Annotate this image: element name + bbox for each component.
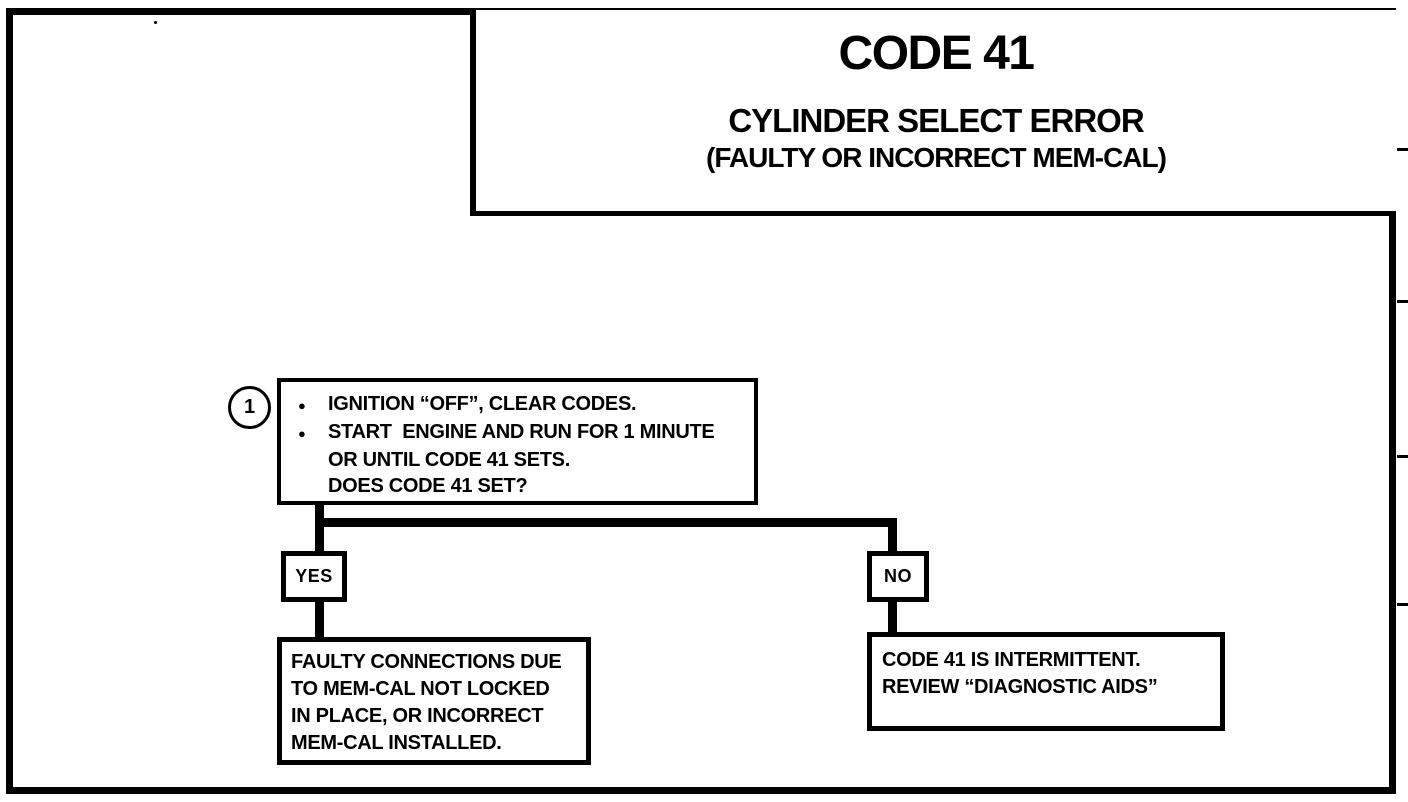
step1-decision-box: ● IGNITION “OFF”, CLEAR CODES. ● START E… [277,378,758,505]
no-branch-label: NO [867,551,929,602]
page-title-code: CODE 41 [838,27,1035,80]
step1-line-3-text: OR UNTIL CODE 41 SETS. [328,449,570,471]
edge-tick-mark [1397,148,1408,151]
page-title-name: CYLINDER SELECT ERROR [728,102,1144,139]
connector-branch-horizontal [315,518,897,527]
title-block: CODE 41 CYLINDER SELECT ERROR (FAULTY OR… [470,10,1396,216]
connector-no-to-result [888,600,897,635]
connector-yes-to-result [315,600,324,639]
bullet-icon: ● [298,398,306,413]
step1-line-2: ● START ENGINE AND RUN FOR 1 MINUTE [291,419,750,447]
connector-branch-to-no [888,518,897,554]
no-outcome-box: CODE 41 IS INTERMITTENT. REVIEW “DIAGNOS… [867,632,1225,731]
edge-tick-mark [1397,603,1408,606]
edge-tick-mark [1397,455,1408,458]
step1-line-1-text: IGNITION “OFF”, CLEAR CODES. [328,393,637,415]
step-number-badge: 1 [228,386,271,429]
page-title-subtitle: (FAULTY OR INCORRECT MEM-CAL) [706,142,1167,173]
step1-line-3: OR UNTIL CODE 41 SETS. [291,447,750,473]
yes-outcome-box: FAULTY CONNECTIONS DUE TO MEM-CAL NOT LO… [277,637,591,765]
scan-artifact-dot [154,21,157,24]
edge-tick-mark [1397,300,1408,303]
step1-line-1: ● IGNITION “OFF”, CLEAR CODES. [291,391,750,419]
yes-branch-label: YES [281,551,347,602]
step1-line-2-text: START ENGINE AND RUN FOR 1 MINUTE [328,421,715,443]
step1-question-text: DOES CODE 41 SET? [328,475,528,497]
bullet-icon: ● [298,426,306,441]
step1-question: DOES CODE 41 SET? [291,473,750,499]
connector-decision-to-branch [315,503,324,553]
